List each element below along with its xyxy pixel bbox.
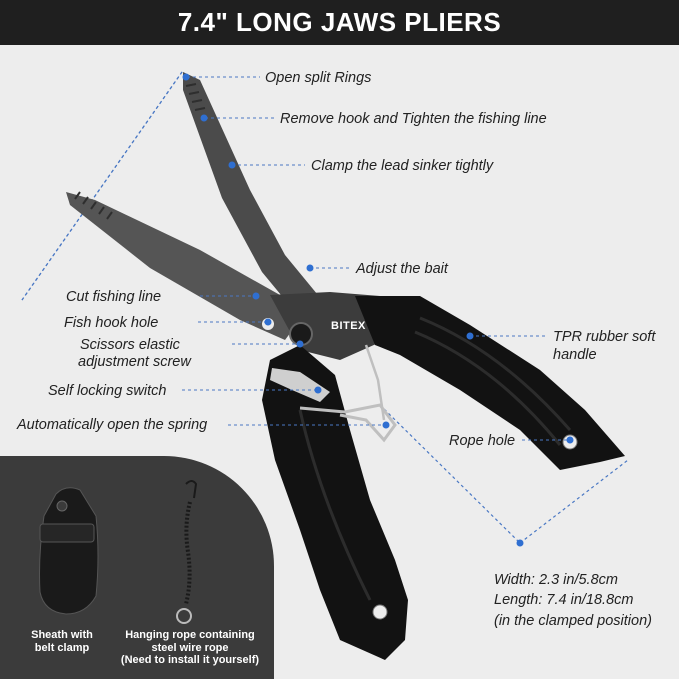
callout-dots (182, 73, 574, 547)
callout-hook-hole: Fish hook hole (64, 315, 159, 331)
callout-open-split-rings: Open split Rings (265, 70, 372, 86)
dimension-note: (in the clamped position) (494, 613, 652, 629)
callout-scissors-line2: adjustment screw (78, 354, 191, 370)
jaw-teeth (74, 83, 206, 220)
callout-auto-spring: Automatically open the spring (17, 417, 208, 433)
callout-tpr-line2: handle (553, 347, 597, 363)
lower-handle (262, 345, 408, 660)
callout-leaders (182, 76, 570, 441)
callout-clamp-sinker: Clamp the lead sinker tightly (311, 158, 494, 174)
sheath-label-line1: Sheath with (31, 629, 93, 641)
callout-cut-line: Cut fishing line (66, 289, 162, 305)
self-locking-switch (270, 368, 330, 402)
accessories-panel: Sheath with belt clamp Hanging rope cont… (0, 456, 274, 679)
hanging-rope-icon (176, 480, 198, 624)
upper-jaw (183, 72, 322, 318)
lower-jaw (66, 192, 300, 340)
callout-rope-hole: Rope hole (449, 433, 516, 449)
upper-handle (355, 296, 625, 470)
sheath-label-line2: belt clamp (34, 641, 90, 654)
dimension-guides (21, 71, 629, 544)
callout-scissors-line1: Scissors elastic (80, 337, 180, 353)
handle-grooves (414, 316, 572, 446)
callout-adjust-bait: Adjust the bait (356, 261, 448, 277)
rope-label-line2: steel wire rope (151, 641, 229, 654)
page-title: 7.4" LONG JAWS PLIERS (0, 0, 679, 45)
brand-logo: BITEX (331, 320, 366, 332)
sheath-icon (39, 487, 99, 615)
callout-self-locking: Self locking switch (48, 383, 167, 399)
accessories-illustration (39, 480, 198, 624)
dimension-length: Length: 7.4 in/18.8cm (494, 592, 634, 608)
rope-label-line1: Hanging rope containing (125, 629, 255, 641)
callout-remove-hook: Remove hook and Tighten the fishing line (280, 111, 547, 127)
callout-tpr-line1: TPR rubber soft (553, 329, 656, 345)
spring (299, 403, 397, 443)
rope-label-line3: (Need to install it yourself) (120, 654, 260, 666)
dimension-width: Width: 2.3 in/5.8cm (494, 572, 618, 588)
